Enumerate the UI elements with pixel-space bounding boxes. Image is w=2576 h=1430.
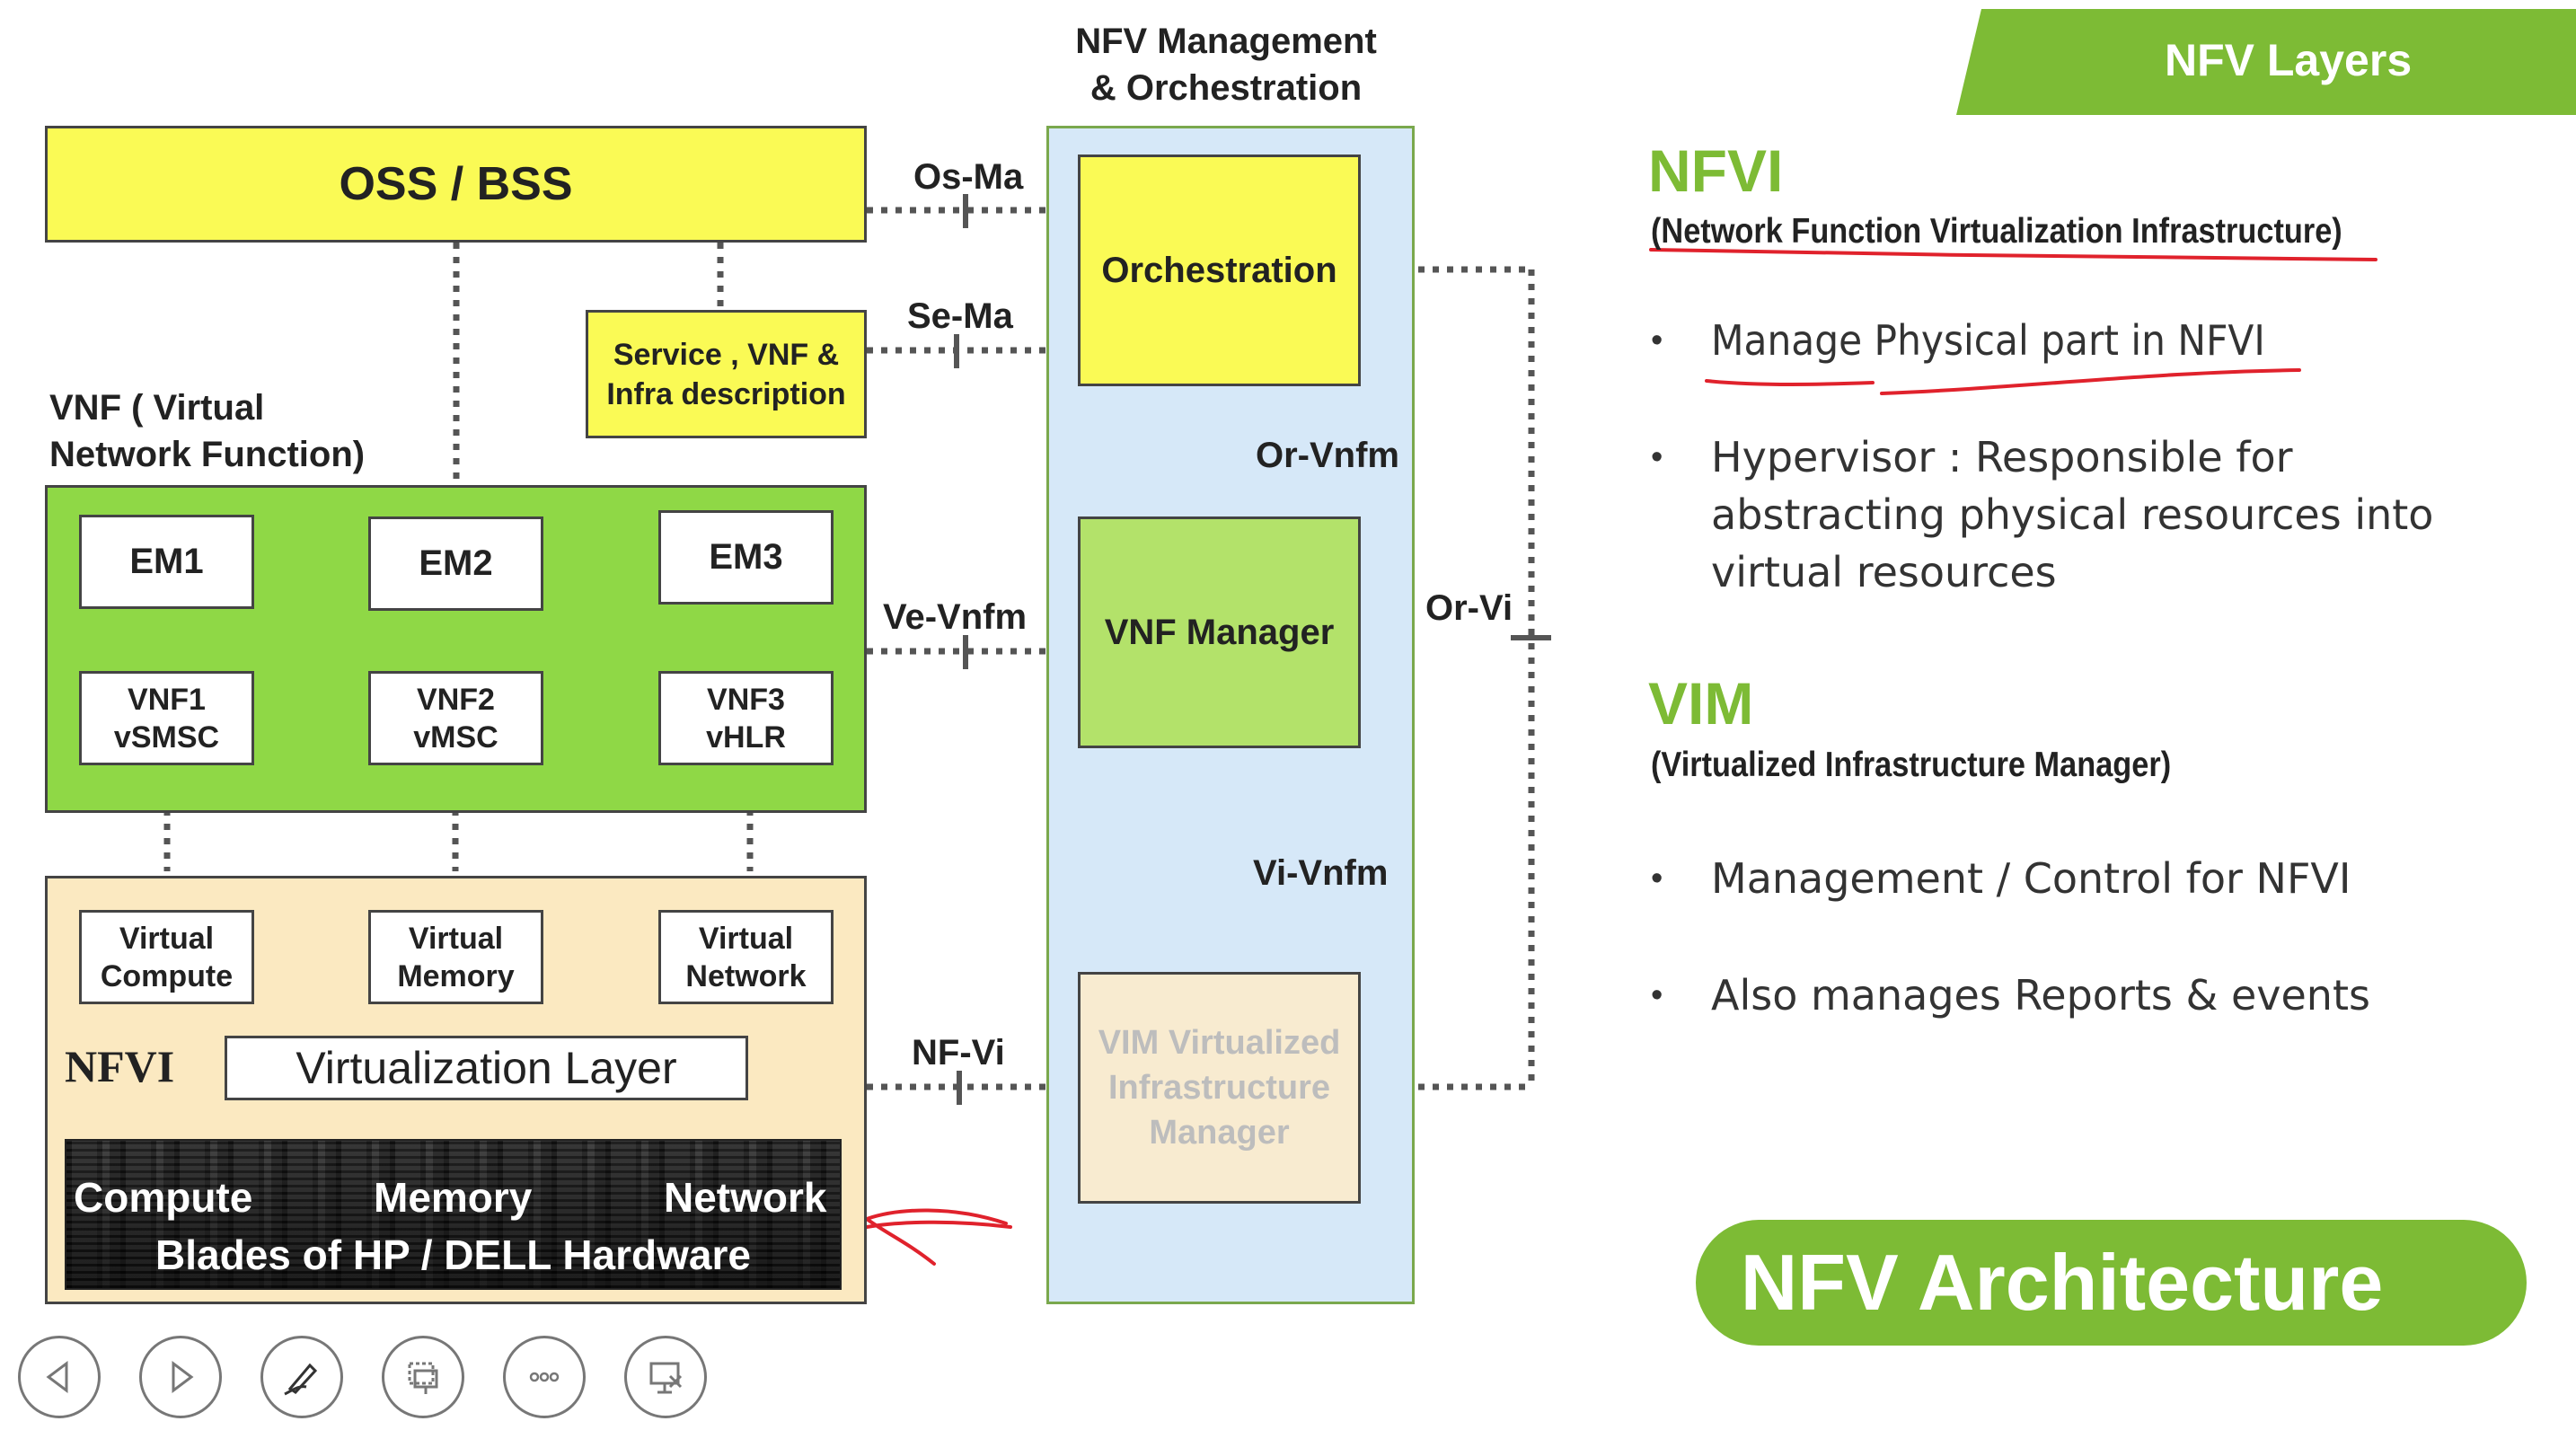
vnf-manager-label: VNF Manager [1104, 612, 1335, 652]
vim-subheading: (Virtualized Infrastructure Manager) [1651, 746, 2172, 784]
vim-bullet-2: Also manages Reports & events [1711, 971, 2370, 1020]
vim-box: VIM Virtualized Infrastructure Manager [1078, 972, 1361, 1204]
next-slide-button[interactable] [139, 1336, 222, 1418]
virtual-memory-line1: Virtual [408, 921, 504, 956]
slides-icon [408, 1362, 438, 1394]
vnf1-name: VNF1 [128, 682, 206, 717]
se-ma-label: Se-Ma [907, 296, 1013, 336]
em1-label: EM1 [129, 542, 204, 581]
vnf2-name: VNF2 [417, 682, 495, 717]
nfvi-diagram-label: NFVI [65, 1041, 175, 1091]
pen-tool-button[interactable] [260, 1336, 343, 1418]
more-options-button[interactable] [503, 1336, 586, 1418]
or-vnfm-label: Or-Vnfm [1256, 436, 1399, 475]
vim-bullet-1: Management / Control for NFVI [1711, 854, 2351, 903]
nfv-layers-banner-shape [1956, 9, 2576, 115]
vnf-group-label: VNF ( Virtual Network Function) [49, 384, 365, 478]
vnf2-box: VNF2 vMSC [368, 671, 543, 765]
ve-vnfm-label: Ve-Vnfm [883, 597, 1028, 637]
hw-network-label: Network [664, 1174, 827, 1221]
hw-compute-label: Compute [74, 1174, 253, 1221]
or-vi-label: Or-Vi [1425, 588, 1513, 628]
bullet-dot: • [1651, 438, 1663, 476]
orchestration-label: Orchestration [1101, 250, 1337, 290]
em2-box: EM2 [368, 516, 543, 611]
nfvi-heading: NFVI [1648, 137, 1784, 204]
vim-box-line3: Manager [1149, 1114, 1290, 1152]
pen-icon [284, 1363, 318, 1396]
previous-slide-button[interactable] [18, 1336, 101, 1418]
virtual-memory-line2: Memory [397, 958, 515, 993]
virtual-network-box: Virtual Network [658, 910, 834, 1004]
see-all-slides-button[interactable] [382, 1336, 464, 1418]
hw-caption: Blades of HP / DELL Hardware [155, 1231, 751, 1278]
vim-box-line2: Infrastructure [1107, 1069, 1331, 1107]
em2-label: EM2 [419, 543, 493, 583]
bullet-dot: • [1651, 976, 1663, 1014]
vim-heading: VIM [1648, 670, 1754, 737]
em3-label: EM3 [709, 537, 783, 577]
hardware-blades-image: Compute Memory Network Blades of HP / DE… [65, 1139, 842, 1290]
mano-header: NFV Management & Orchestration [1033, 18, 1419, 111]
vnf3-function: vHLR [706, 719, 786, 755]
hw-grille-overlay [66, 1141, 840, 1288]
os-ma-label: Os-Ma [913, 157, 1024, 197]
virtual-network-line2: Network [685, 958, 807, 993]
service-desc-line1: Service , VNF & [613, 337, 840, 372]
oss-bss-label: OSS / BSS [339, 158, 573, 210]
nfvi-bullet-2: Hypervisor : Responsible for abstracting… [1711, 433, 2434, 596]
bullet-dot: • [1651, 322, 1663, 359]
bullet-dot: • [1651, 860, 1663, 897]
vnf-group-label-line1: VNF ( Virtual [49, 388, 265, 428]
service-description-box: Service , VNF & Infra description [586, 310, 867, 438]
virtual-compute-box: Virtual Compute [79, 910, 254, 1004]
end-show-icon [649, 1362, 683, 1394]
virtualization-layer-box: Virtualization Layer [225, 1036, 748, 1100]
more-icon [529, 1372, 560, 1382]
vnf1-box: VNF1 vSMSC [79, 671, 254, 765]
vnf1-function: vSMSC [113, 719, 220, 755]
vnf-manager-box: VNF Manager [1078, 516, 1361, 748]
em1-box: EM1 [79, 515, 254, 609]
previous-icon [46, 1361, 68, 1393]
nfv-architecture-pill: NFV Architecture [1696, 1220, 2527, 1346]
em3-box: EM3 [658, 510, 834, 605]
end-show-button[interactable] [624, 1336, 707, 1418]
mano-header-line2: & Orchestration [1090, 68, 1363, 108]
virtualization-layer-label: Virtualization Layer [296, 1043, 677, 1093]
vnf3-name: VNF3 [707, 682, 785, 717]
virtual-compute-line2: Compute [100, 958, 234, 993]
vi-vnfm-label: Vi-Vnfm [1253, 853, 1389, 893]
virtual-network-line1: Virtual [698, 921, 794, 956]
mano-header-line1: NFV Management [1075, 22, 1377, 61]
vnf2-function: vMSC [413, 719, 498, 755]
virtual-memory-box: Virtual Memory [368, 910, 543, 1004]
vnf-group-label-line2: Network Function) [49, 435, 366, 474]
nfvi-bullet-1: Manage Physical part in NFVI [1711, 316, 2265, 365]
vnf3-box: VNF3 vHLR [658, 671, 834, 765]
nf-vi-label: NF-Vi [912, 1033, 1005, 1072]
orchestration-box: Orchestration [1078, 154, 1361, 386]
service-desc-line2: Infra description [606, 376, 846, 411]
nfv-architecture-title: NFV Architecture [1740, 1238, 2384, 1327]
virtual-compute-line1: Virtual [119, 921, 215, 956]
vim-box-line1: VIM Virtualized [1098, 1024, 1341, 1062]
oss-bss-box: OSS / BSS [45, 126, 867, 243]
nfv-layers-banner-title: NFV Layers [2165, 35, 2413, 85]
nfvi-subheading: (Network Function Virtualization Infrast… [1651, 212, 2342, 251]
hw-memory-label: Memory [374, 1174, 533, 1221]
next-icon [172, 1361, 194, 1393]
